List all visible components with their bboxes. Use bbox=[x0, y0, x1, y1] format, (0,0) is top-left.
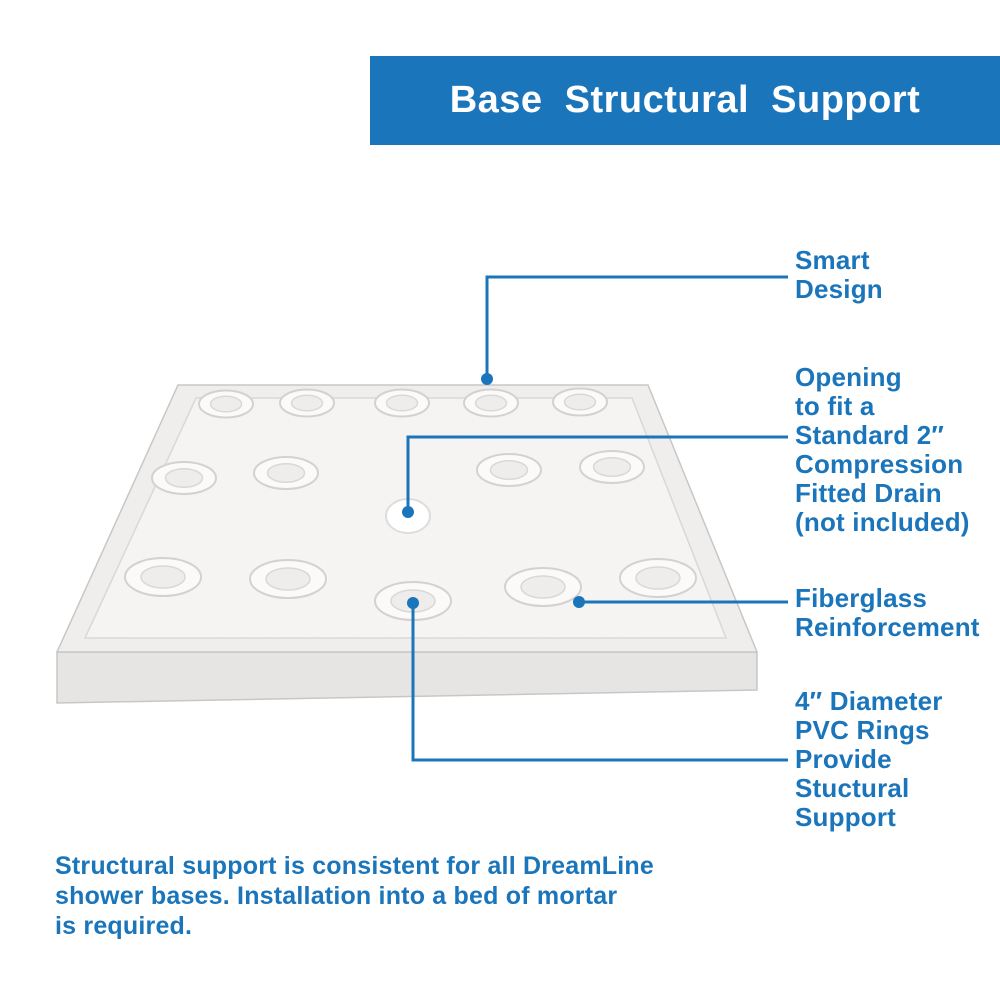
callout-label-fiberglass: Fiberglass Reinforcement bbox=[795, 583, 980, 642]
title-banner: Base Structural Support bbox=[370, 56, 1000, 145]
footer-note: Structural support is consistent for all… bbox=[55, 852, 655, 940]
callout-label-drain-opening: Opening to fit a Standard 2″ Compression… bbox=[795, 362, 970, 537]
callout-dot-drain bbox=[402, 506, 414, 518]
page-title: Base Structural Support bbox=[449, 79, 921, 121]
callout-dots bbox=[402, 373, 585, 609]
pvc-ring bbox=[463, 388, 519, 418]
pvc-ring bbox=[476, 453, 542, 487]
pvc-ring bbox=[552, 387, 608, 417]
base-pan bbox=[55, 384, 759, 704]
pvc-ring bbox=[279, 388, 335, 418]
callout-label-pvc-rings: 4″ Diameter PVC Rings Provide Stuctural … bbox=[795, 686, 943, 832]
pvc-ring bbox=[374, 388, 430, 418]
pvc-ring bbox=[151, 461, 217, 495]
callout-line-drain bbox=[406, 435, 788, 512]
pvc-ring bbox=[124, 557, 202, 597]
pan-front-face bbox=[56, 651, 758, 704]
callout-lines bbox=[406, 275, 788, 762]
pvc-ring bbox=[579, 450, 645, 484]
callout-line-pvc-rings bbox=[411, 603, 788, 762]
callout-line-smart-design bbox=[485, 275, 788, 379]
callout-label-smart-design: Smart Design bbox=[795, 245, 883, 304]
callout-dot-fiberglass bbox=[573, 596, 585, 608]
callout-dot-smart-design bbox=[481, 373, 493, 385]
callout-dot-pvc-rings bbox=[407, 597, 419, 609]
pvc-ring bbox=[504, 567, 582, 607]
pvc-ring bbox=[249, 559, 327, 599]
pvc-ring bbox=[619, 558, 697, 598]
pvc-ring bbox=[253, 456, 319, 490]
pvc-ring bbox=[198, 389, 254, 419]
pvc-rings bbox=[124, 387, 697, 621]
